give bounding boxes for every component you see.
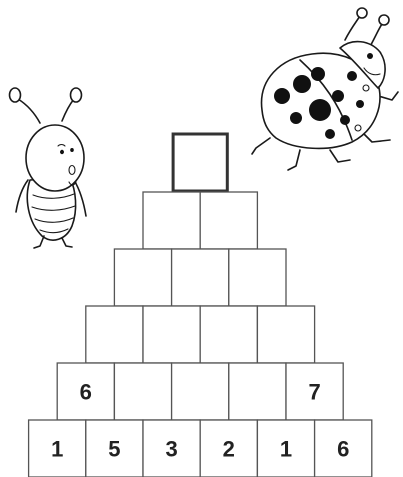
pyramid-number: 7: [308, 380, 320, 405]
pyramid-cell-r3-c2[interactable]: [200, 306, 257, 363]
ladybug-icon: [252, 8, 398, 170]
pyramid-cell-r4-c3[interactable]: [229, 363, 286, 420]
pyramid-cell-r2-c1[interactable]: [172, 249, 229, 306]
pyramid-number: 6: [80, 380, 92, 405]
pyramid-cell-r1-c0[interactable]: [143, 192, 200, 249]
pyramid-cell-r2-c0[interactable]: [114, 249, 171, 306]
pyramid-number: 5: [108, 437, 120, 462]
pyramid-number: 6: [337, 437, 349, 462]
pyramid-number: 1: [280, 437, 292, 462]
pyramid-cell-r3-c0[interactable]: [86, 306, 143, 363]
pyramid-cell-r2-c2[interactable]: [229, 249, 286, 306]
pyramid-number: 3: [165, 437, 177, 462]
pyramid-cell-r1-c1[interactable]: [200, 192, 257, 249]
number-pyramid: 6 7 1 5 3 2 1 6: [29, 134, 372, 477]
pyramid-cell-r4-c2[interactable]: [172, 363, 229, 420]
pyramid-cell-r3-c3[interactable]: [257, 306, 314, 363]
pyramid-cell-r3-c1[interactable]: [143, 306, 200, 363]
pyramid-number: 1: [51, 437, 63, 462]
bug-icon: [10, 88, 87, 248]
pyramid-cell-r4-c1[interactable]: [114, 363, 171, 420]
pyramid-number: 2: [223, 437, 235, 462]
pyramid-top-cell[interactable]: [173, 134, 227, 191]
